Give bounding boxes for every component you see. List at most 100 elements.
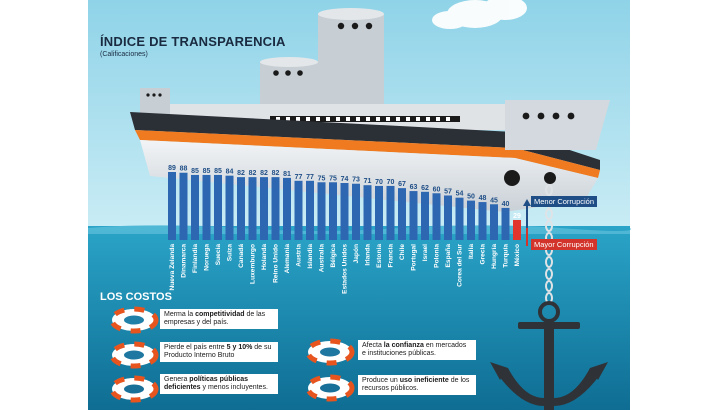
category-label: Francia <box>388 244 395 268</box>
category-label: Alemania <box>284 244 291 274</box>
cost-item: Merma la competitividad de las empresas … <box>160 309 278 329</box>
bar <box>294 180 303 240</box>
category-label: Australia <box>319 244 326 273</box>
category-label: Suiza <box>227 244 234 262</box>
bar-value-label: 40 <box>502 201 510 208</box>
bar <box>329 182 337 240</box>
bar-value-label: 82 <box>237 170 245 177</box>
bar <box>214 174 222 240</box>
chart-subtitle: (Calificaciones) <box>100 51 148 58</box>
category-label: Irlanda <box>365 244 372 266</box>
bar <box>191 174 199 240</box>
bar-value-label: 60 <box>433 186 441 193</box>
category-label: Hungría <box>491 244 498 269</box>
legend-menor-corrupcion: Menor Corrupción <box>531 196 598 207</box>
category-label: Polonia <box>434 244 441 268</box>
bar <box>455 197 464 240</box>
category-label: Italia <box>468 244 475 259</box>
bar-value-label: 85 <box>191 168 199 175</box>
category-label: Corea del Sur <box>457 244 464 287</box>
bar <box>375 185 383 240</box>
category-label: España <box>445 244 452 268</box>
category-label: Israel <box>422 244 429 261</box>
bar <box>202 174 211 240</box>
anchor <box>490 301 608 410</box>
category-label: Noruega <box>204 244 211 271</box>
bar <box>421 191 429 240</box>
bar <box>168 172 176 240</box>
life-ring-icon-5 <box>305 374 355 402</box>
bar-value-label: 82 <box>272 170 280 177</box>
life-ring-icon-4 <box>305 338 355 366</box>
bar-value-label: 29 <box>513 213 521 220</box>
funnel-small <box>140 88 170 116</box>
costs-title: LOS COSTOS <box>100 291 172 303</box>
category-label: Japón <box>353 244 360 263</box>
bar-value-label: 48 <box>479 195 487 202</box>
bar <box>432 193 441 240</box>
bar <box>271 177 280 240</box>
bar-value-label: 85 <box>203 168 211 175</box>
bar-value-label: 73 <box>352 177 360 184</box>
deck-window-dots <box>276 117 450 121</box>
category-label: Nueva Zelanda <box>169 244 176 291</box>
bar-value-label: 70 <box>387 179 395 186</box>
bar-value-label: 70 <box>375 179 383 186</box>
category-label: Canadá <box>238 244 245 268</box>
category-label: Bélgica <box>330 244 337 268</box>
anchor-chain <box>545 184 553 304</box>
category-label: Finlandia <box>192 244 199 273</box>
category-label: Estados Unidos <box>342 244 349 294</box>
bar <box>317 182 326 240</box>
category-label: Holanda <box>261 244 268 270</box>
bar-value-label: 82 <box>249 170 257 177</box>
bridge <box>505 100 610 150</box>
bar <box>237 177 245 240</box>
bar <box>225 175 234 240</box>
cost-item: Pierde el país entre 5 y 10% de su Produ… <box>160 342 278 362</box>
bar <box>363 185 372 240</box>
category-label: Reino Unido <box>273 244 280 283</box>
legend-mayor-corrupcion: Mayor Corrupción <box>531 239 597 250</box>
bar-value-label: 71 <box>364 178 372 185</box>
bar <box>352 183 360 240</box>
bar <box>398 188 406 240</box>
bar <box>478 202 487 240</box>
funnel-large <box>318 8 384 120</box>
bar <box>283 177 291 240</box>
life-ring-icon-1 <box>109 306 159 334</box>
bar <box>340 183 349 240</box>
anchor-hole <box>504 170 520 186</box>
bar-value-label: 63 <box>410 184 418 191</box>
bar-value-label: 62 <box>421 185 429 192</box>
bar-value-label: 77 <box>306 174 314 181</box>
category-label: Dinamarca <box>181 244 188 278</box>
hull-orange-stripe <box>135 130 600 178</box>
category-label: México <box>514 244 521 266</box>
category-label: Luxemburgo <box>250 244 257 284</box>
bar <box>306 180 314 240</box>
bar-value-label: 75 <box>318 175 326 182</box>
category-label: Estonia <box>376 244 383 268</box>
category-label: Suecia <box>215 244 222 266</box>
anchor-hole-2 <box>544 172 556 184</box>
category-label: Turquía <box>503 244 510 268</box>
bar <box>248 177 257 240</box>
cost-item: Genera políticas públicas deficientes y … <box>160 374 278 394</box>
bar-value-label: 57 <box>444 188 452 195</box>
hull-top-band <box>130 112 600 170</box>
bar <box>260 177 268 240</box>
bar <box>179 172 188 240</box>
bar-value-label: 54 <box>456 191 464 198</box>
bar-value-label: 45 <box>490 197 498 204</box>
bar <box>386 185 395 240</box>
category-label: Islandia <box>307 244 314 269</box>
bar-value-label: 75 <box>329 175 337 182</box>
bar <box>409 191 418 240</box>
cost-item: Produce un uso ineficiente de los recurs… <box>358 375 476 395</box>
category-label: Grecia <box>480 244 487 265</box>
bar <box>467 200 475 240</box>
bar-value-label: 74 <box>341 176 349 183</box>
bar-value-label: 77 <box>295 174 303 181</box>
